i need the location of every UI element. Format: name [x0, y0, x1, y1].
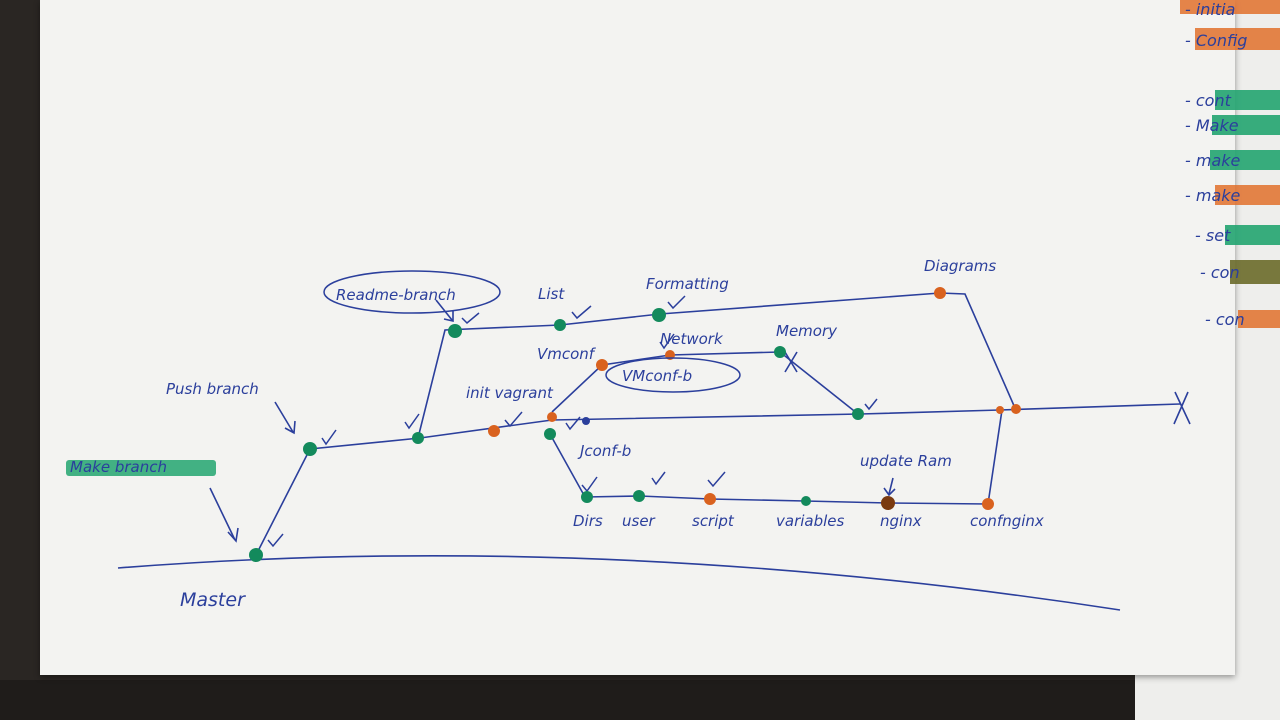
push-branch-node [303, 442, 317, 456]
label-update-ram: update Ram [860, 452, 952, 470]
vmconf-start-node [547, 412, 557, 422]
label-confnginx: confnginx [970, 512, 1044, 530]
list-node [554, 319, 566, 331]
formatting-node [652, 308, 666, 322]
diagrams-node [934, 287, 946, 299]
branch-lines [117, 292, 1191, 611]
check-mark [565, 416, 581, 431]
check-mark [504, 411, 523, 428]
highlight-orange [1180, 0, 1280, 14]
side-note: - con [1205, 310, 1245, 329]
label-make-branch: Make branch [70, 458, 167, 476]
commit-node [412, 432, 424, 444]
label-script: script [692, 512, 735, 530]
desk-background [0, 680, 1280, 720]
highlight-mixed [1230, 260, 1280, 284]
highlight-green [1210, 150, 1280, 170]
side-note: - make [1185, 186, 1241, 205]
label-variables: variables [776, 512, 845, 530]
user-node [633, 490, 645, 502]
highlight-green [1225, 225, 1280, 245]
highlight-orange [1238, 310, 1280, 328]
jconf-branch-line [549, 409, 1003, 505]
check-mark [267, 533, 284, 548]
side-note: - con [1200, 263, 1240, 282]
merge-node [996, 406, 1004, 414]
side-note: - set [1195, 226, 1231, 245]
side-note: - Config [1185, 31, 1247, 50]
check-mark [659, 333, 675, 350]
make-branch-highlight [66, 460, 216, 476]
check-marks [267, 295, 878, 548]
check-mark [404, 413, 420, 430]
script-node [704, 493, 716, 505]
check-mark [707, 471, 726, 488]
label-memory: Memory [776, 322, 838, 340]
confnginx-node [982, 498, 994, 510]
cross-mark [784, 351, 798, 373]
label-init-vagrant: init vagrant [466, 384, 554, 402]
label-user: user [622, 512, 656, 530]
end-mark [1173, 391, 1191, 425]
highlight-green [1215, 90, 1280, 110]
readme-node [448, 324, 462, 338]
side-note: - make [1185, 151, 1241, 170]
commit-node [582, 417, 590, 425]
label-formatting: Formatting [646, 275, 729, 293]
check-mark [321, 429, 337, 446]
jconf-start-node [544, 428, 556, 440]
readme-branch-oval [323, 270, 501, 314]
label-push-branch: Push branch [166, 380, 259, 398]
side-note: - cont [1185, 91, 1232, 110]
init-vagrant-node [488, 425, 500, 437]
check-mark [651, 471, 666, 486]
side-note: - Make [1185, 116, 1239, 135]
vmconf-merge-node [852, 408, 864, 420]
variables-node [801, 496, 811, 506]
check-mark [667, 295, 686, 310]
arrow-readme [435, 299, 454, 322]
arrow-update-ram [883, 477, 896, 497]
label-master: Master [180, 589, 246, 611]
highlight-orange [1215, 185, 1280, 205]
diagram-labels: Readme-branch List Formatting Diagrams V… [70, 257, 1044, 611]
label-readme-branch: Readme-branch [336, 286, 456, 304]
highlight-orange [1195, 28, 1280, 50]
vmconf-b-oval [605, 357, 741, 393]
master-line [117, 554, 1121, 611]
nginx-node [881, 496, 895, 510]
memory-node [774, 346, 786, 358]
arrow-make-branch [209, 487, 239, 543]
vmconf-node [596, 359, 608, 371]
dirs-node [581, 491, 593, 503]
label-list: List [538, 285, 565, 303]
side-notes: - initia - Config - cont - Make - make -… [1180, 0, 1280, 329]
label-jconf-b: Jconf-b [577, 442, 631, 460]
label-dirs: Dirs [573, 512, 603, 530]
side-note: - initia [1185, 0, 1235, 19]
check-mark [581, 476, 598, 493]
label-diagrams: Diagrams [924, 257, 996, 275]
check-mark [864, 398, 878, 411]
check-mark [461, 312, 480, 325]
label-network: Network [660, 330, 724, 348]
highlight-green [1212, 115, 1280, 135]
diagram-paper [40, 0, 1235, 675]
label-nginx: nginx [880, 512, 922, 530]
check-mark [571, 305, 592, 320]
merge-node [1011, 404, 1021, 414]
arrow-push-branch [274, 401, 296, 435]
label-vmconf-b: VMconf-b [622, 367, 692, 385]
label-vmconf: Vmconf [537, 345, 597, 363]
commit-nodes [249, 287, 1021, 562]
master-node [249, 548, 263, 562]
